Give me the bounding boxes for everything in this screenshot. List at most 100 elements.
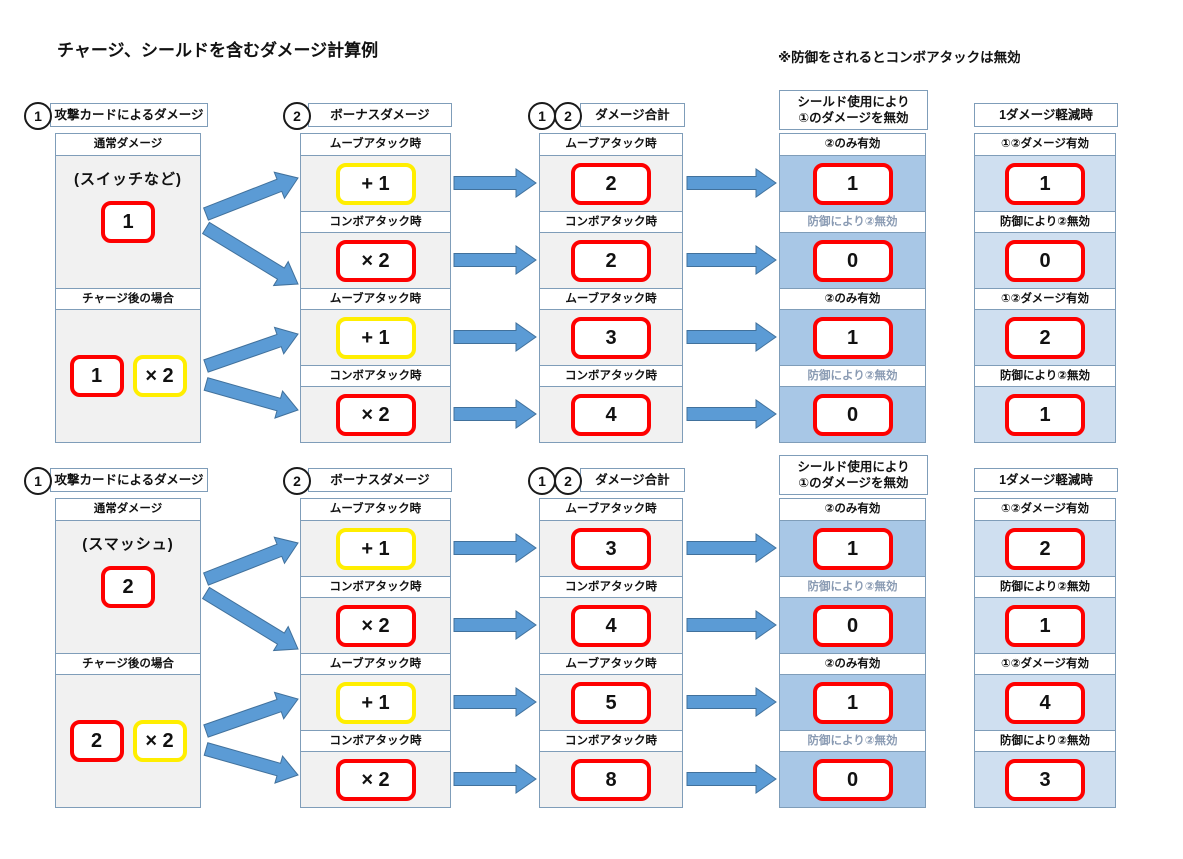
combo-attack-label: コンボアタック時	[301, 211, 450, 233]
guard-no-bonus-label: 防御により②無効	[975, 211, 1115, 233]
both-valid-label: ①②ダメージ有効	[975, 288, 1115, 310]
combo-attack-label: コンボアタック時	[540, 730, 682, 752]
bonus-move-box: + 1	[335, 316, 416, 359]
damage-total-column: ムーブアタック時 2 コンボアタック時 2 ムーブアタック時 3 コンボアタック…	[539, 133, 683, 443]
shield-result-box: 1	[812, 527, 893, 570]
shield-result-box: 0	[812, 758, 893, 801]
guard-no-bonus-label: 防御により②無効	[780, 576, 925, 598]
bonus-combo-box: × 2	[335, 604, 416, 647]
guard-no-bonus-label: 防御により②無効	[975, 730, 1115, 752]
reduce-result-box: 1	[1005, 604, 1085, 647]
reduce-result-box: 3	[1005, 758, 1085, 801]
total-box: 8	[571, 758, 651, 801]
charge-multiplier-box: × 2	[132, 355, 187, 397]
attack-card-damage-header: 攻撃カードによるダメージ	[50, 103, 208, 127]
guard-no-bonus-label: 防御により②無効	[780, 365, 925, 387]
total-box: 4	[571, 604, 651, 647]
damage-total-header: ダメージ合計	[580, 468, 685, 492]
shield-header-line2: ①のダメージを無効	[798, 111, 909, 125]
reduce-result-box: 2	[1005, 527, 1085, 570]
charge-damage-panel: 1 × 2	[56, 310, 200, 442]
total-box: 4	[571, 393, 651, 436]
base-damage-box: 1	[101, 201, 155, 243]
badge-2-icon: 2	[554, 102, 582, 130]
shield-header: シールド使用により ①のダメージを無効	[779, 455, 928, 495]
combo-attack-label: コンボアタック時	[540, 576, 682, 598]
shield-result-box: 0	[812, 604, 893, 647]
guard-no-bonus-label: 防御により②無効	[975, 365, 1115, 387]
attack-card-column: 通常ダメージ (スマッシュ) 2 チャージ後の場合 2 × 2	[55, 498, 201, 808]
normal-damage-panel: (スイッチなど) 1	[56, 156, 200, 288]
move-attack-label: ムーブアタック時	[540, 499, 682, 521]
both-valid-label: ①②ダメージ有効	[975, 499, 1115, 521]
attack-name: (スイッチなど)	[74, 171, 182, 188]
guard-no-bonus-label: 防御により②無効	[975, 576, 1115, 598]
reduce-header: 1ダメージ軽減時	[974, 468, 1118, 492]
bonus-move-box: + 1	[335, 527, 416, 570]
move-attack-label: ムーブアタック時	[301, 288, 450, 310]
after-charge-label: チャージ後の場合	[56, 653, 200, 675]
bonus-damage-header: ボーナスダメージ	[308, 468, 452, 492]
bonus-damage-column: ムーブアタック時 + 1 コンボアタック時 × 2 ムーブアタック時 + 1 コ…	[300, 498, 451, 808]
combo-guard-note: ※防御をされるとコンボアタックは無効	[778, 50, 1021, 65]
combo-attack-label: コンボアタック時	[301, 576, 450, 598]
bonus-damage-header: ボーナスダメージ	[308, 103, 452, 127]
bonus-combo-box: × 2	[335, 758, 416, 801]
shield-column: ②のみ有効 1 防御により②無効 0 ②のみ有効 1 防御により②無効 0	[779, 133, 926, 443]
move-attack-label: ムーブアタック時	[301, 653, 450, 675]
bonus-combo-box: × 2	[335, 393, 416, 436]
badge-2-icon: 2	[283, 467, 311, 495]
bonus-move-box: + 1	[335, 162, 416, 205]
charge-multiplier-box: × 2	[132, 720, 187, 762]
shield-result-box: 0	[812, 393, 893, 436]
total-box: 5	[571, 681, 651, 724]
total-box: 3	[571, 527, 651, 570]
after-charge-label: チャージ後の場合	[56, 288, 200, 310]
both-valid-label: ①②ダメージ有効	[975, 134, 1115, 156]
badge-2-icon: 2	[554, 467, 582, 495]
shield-result-box: 1	[812, 316, 893, 359]
move-attack-label: ムーブアタック時	[540, 653, 682, 675]
attack-name: (スマッシュ)	[82, 536, 174, 553]
shield-header-line1: シールド使用により	[797, 460, 910, 474]
total-box: 3	[571, 316, 651, 359]
both-valid-label: ①②ダメージ有効	[975, 653, 1115, 675]
shield-header-line1: シールド使用により	[797, 95, 910, 109]
move-attack-label: ムーブアタック時	[301, 499, 450, 521]
bonus-move-box: + 1	[335, 681, 416, 724]
damage-total-header: ダメージ合計	[580, 103, 685, 127]
flowchart-smash: 1 攻撃カードによるダメージ 2 ボーナスダメージ 1 2 ダメージ合計 シール…	[0, 455, 1183, 810]
combo-attack-label: コンボアタック時	[540, 365, 682, 387]
total-box: 2	[571, 239, 651, 282]
attack-card-column: 通常ダメージ (スイッチなど) 1 チャージ後の場合 1 × 2	[55, 133, 201, 443]
reduce-result-box: 1	[1005, 162, 1085, 205]
badge-1-icon: 1	[528, 102, 556, 130]
shield-result-box: 1	[812, 162, 893, 205]
bonus-combo-box: × 2	[335, 239, 416, 282]
total-box: 2	[571, 162, 651, 205]
badge-2-icon: 2	[283, 102, 311, 130]
attack-card-damage-header: 攻撃カードによるダメージ	[50, 468, 208, 492]
shield-header: シールド使用により ①のダメージを無効	[779, 90, 928, 130]
only-bonus-label: ②のみ有効	[780, 653, 925, 675]
reduce-column: ①②ダメージ有効 1 防御により②無効 0 ①②ダメージ有効 2 防御により②無…	[974, 133, 1116, 443]
reduce-result-box: 2	[1005, 316, 1085, 359]
reduce-result-box: 0	[1005, 239, 1085, 282]
combo-attack-label: コンボアタック時	[301, 730, 450, 752]
only-bonus-label: ②のみ有効	[780, 288, 925, 310]
combo-attack-label: コンボアタック時	[540, 211, 682, 233]
guard-no-bonus-label: 防御により②無効	[780, 211, 925, 233]
move-attack-label: ムーブアタック時	[540, 134, 682, 156]
shield-column: ②のみ有効 1 防御により②無効 0 ②のみ有効 1 防御により②無効 0	[779, 498, 926, 808]
shield-result-box: 1	[812, 681, 893, 724]
reduce-column: ①②ダメージ有効 2 防御により②無効 1 ①②ダメージ有効 4 防御により②無…	[974, 498, 1116, 808]
normal-damage-panel: (スマッシュ) 2	[56, 521, 200, 653]
normal-damage-label: 通常ダメージ	[56, 499, 200, 521]
shield-header-line2: ①のダメージを無効	[798, 476, 909, 490]
charge-base-box: 1	[69, 355, 124, 397]
badge-1-icon: 1	[528, 467, 556, 495]
guard-no-bonus-label: 防御により②無効	[780, 730, 925, 752]
flowchart-switch: 1 攻撃カードによるダメージ 2 ボーナスダメージ 1 2 ダメージ合計 シール…	[0, 90, 1183, 445]
combo-attack-label: コンボアタック時	[301, 365, 450, 387]
